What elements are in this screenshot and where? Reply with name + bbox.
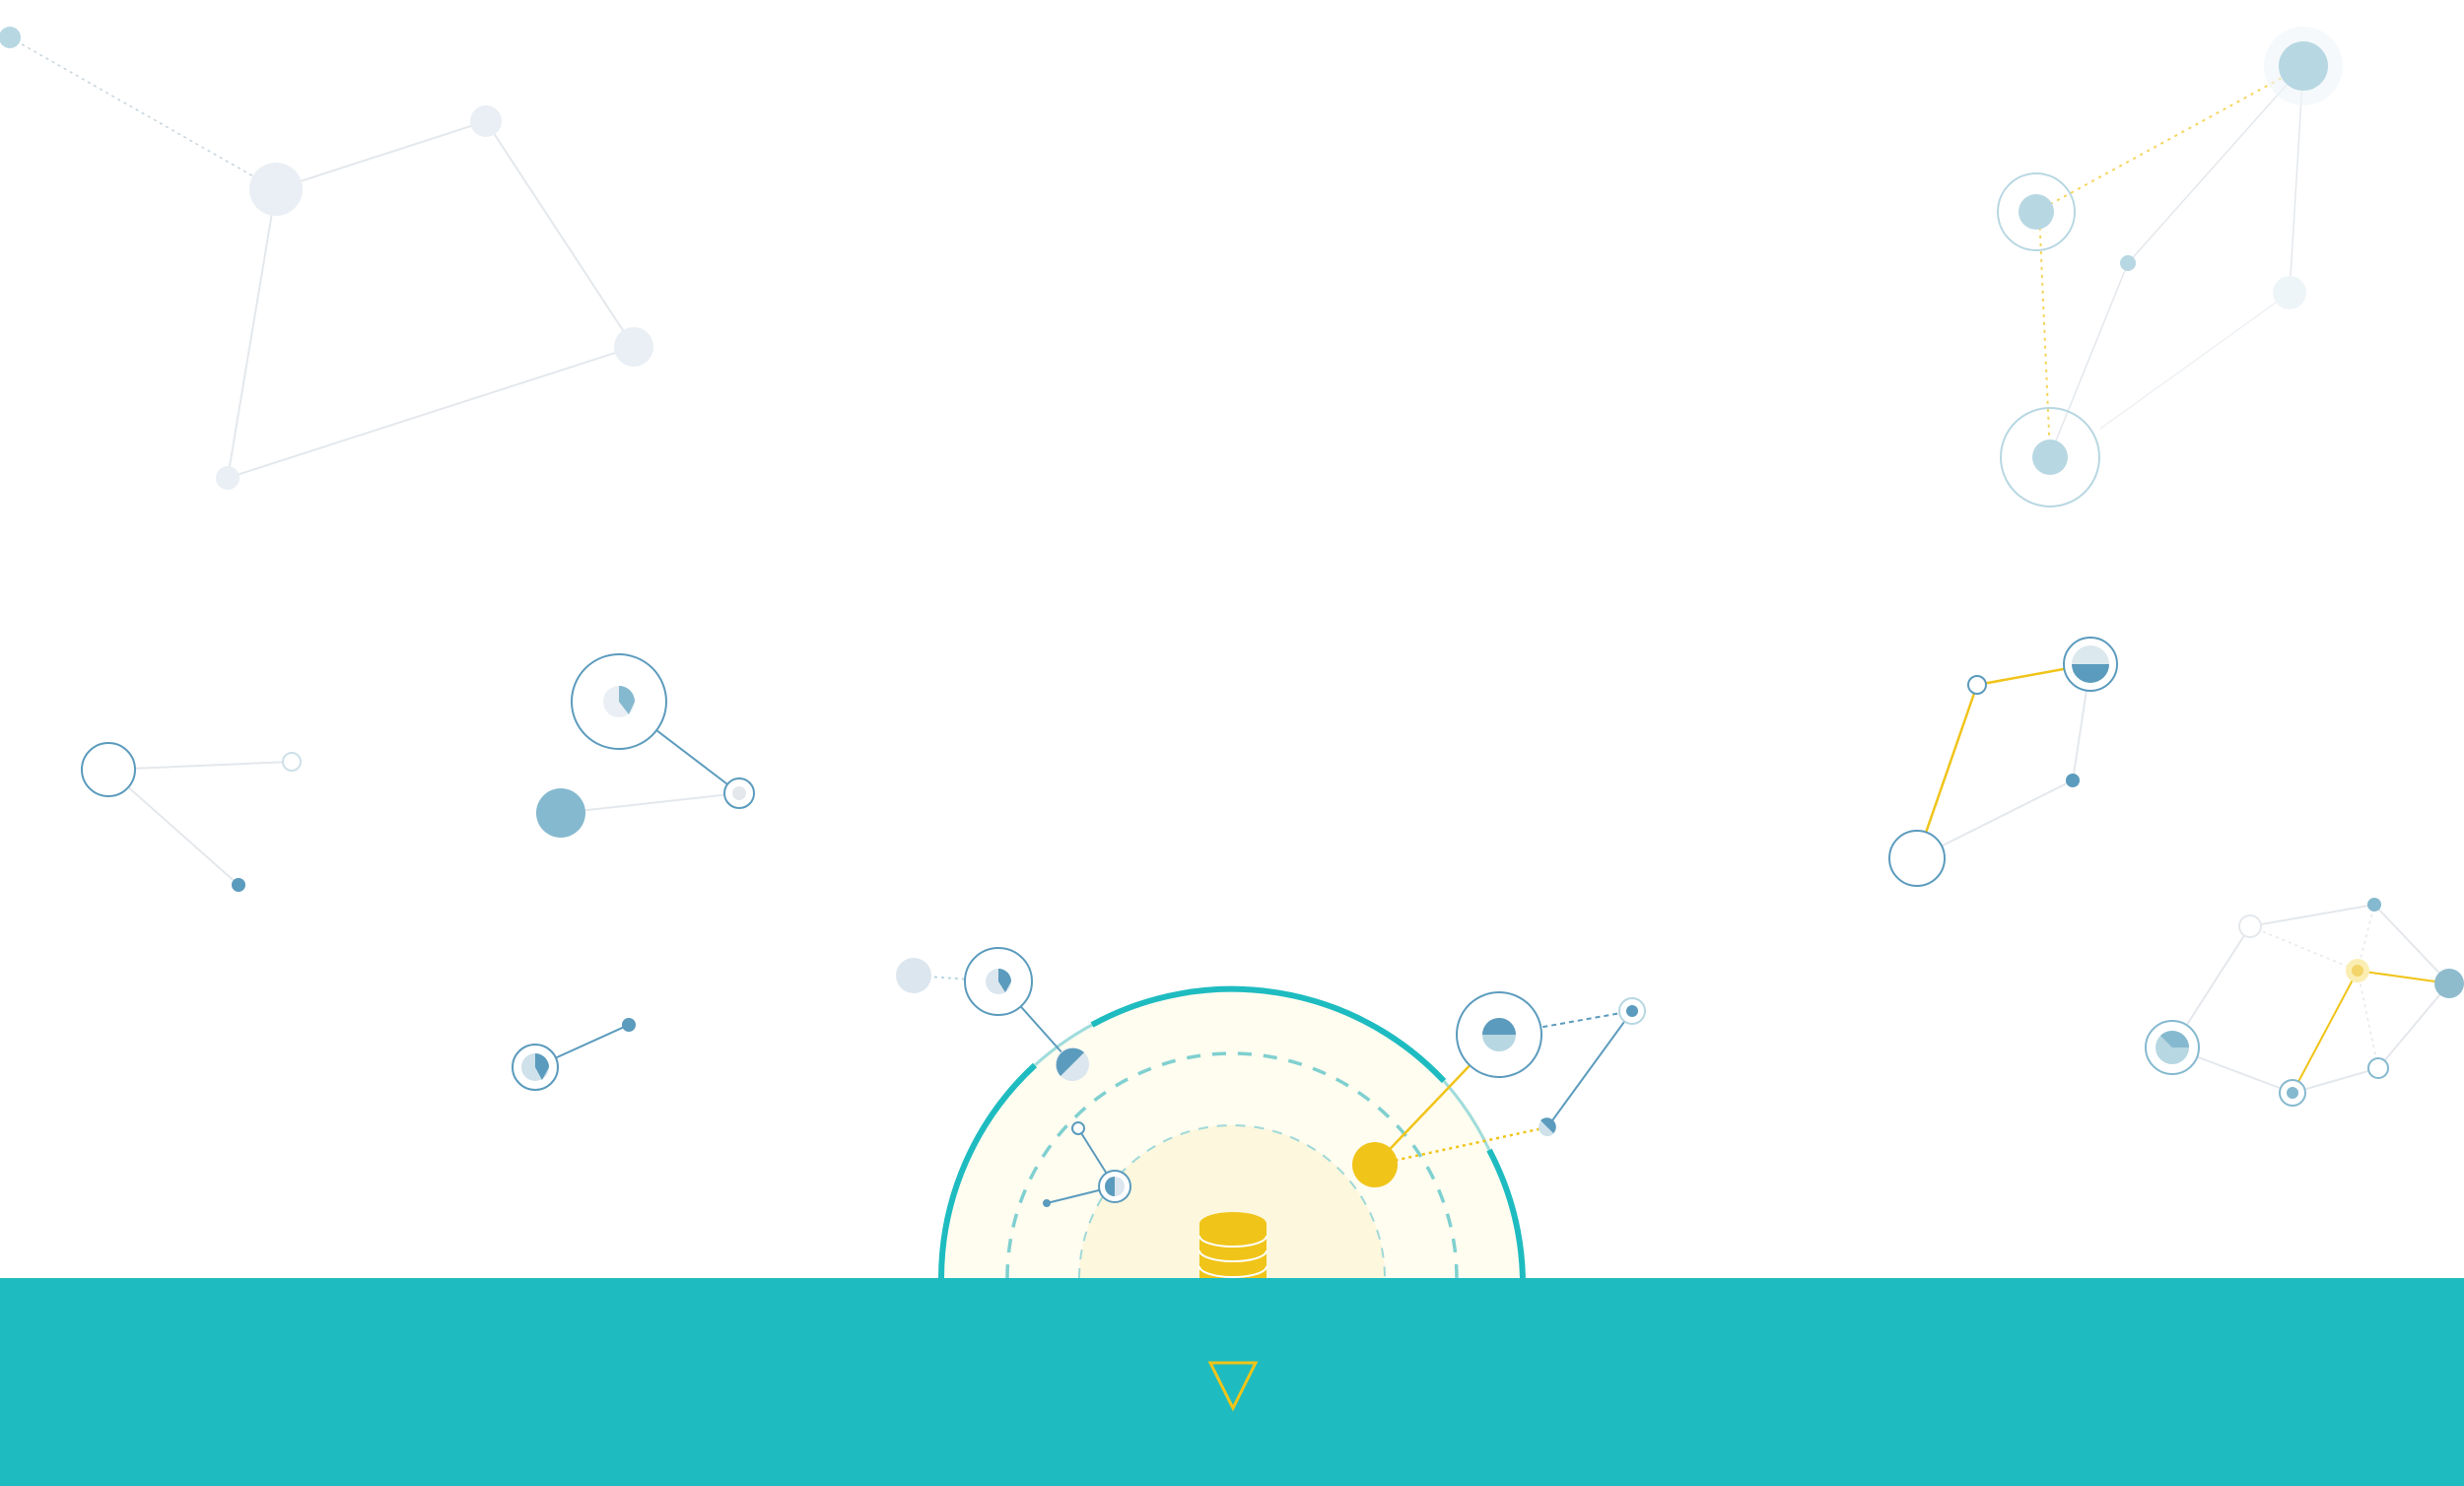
footer-band: [0, 1278, 2464, 1486]
network-node: [282, 752, 302, 772]
network-node: [1888, 830, 1946, 887]
network-node: [536, 788, 585, 838]
constellation-left-middle: [81, 742, 302, 892]
constellation-far-right: [2145, 898, 2464, 1107]
network-node: [1967, 675, 1987, 695]
network-node: [2279, 41, 2328, 91]
dome-network: [896, 947, 1646, 1207]
network-node: [1997, 172, 2076, 251]
triangle-down-icon[interactable]: [1205, 1358, 1261, 1413]
network-node: [1043, 1199, 1051, 1207]
network-node: [2367, 1057, 2389, 1079]
constellation-top-right: [1997, 27, 2343, 507]
constellation-top-left: [0, 27, 653, 490]
network-node: [1352, 1142, 1398, 1187]
network-node: [2120, 255, 2136, 271]
network-node: [2066, 774, 2080, 787]
network-node: [2434, 969, 2464, 998]
network-node: [1071, 1121, 1085, 1135]
network-node: [622, 1018, 636, 1032]
constellation-right-middle: [1888, 637, 2118, 887]
network-node: [2000, 407, 2100, 507]
network-node: [216, 466, 240, 490]
database-stack-icon: [1198, 1212, 1267, 1292]
network-node: [249, 163, 303, 216]
network-node: [896, 958, 931, 993]
network-node: [470, 105, 502, 137]
constellation-lower-left: [512, 1018, 636, 1091]
network-node: [2273, 276, 2306, 309]
network-node: [232, 878, 245, 892]
network-node: [2238, 914, 2262, 938]
network-node: [2367, 898, 2381, 912]
network-node: [614, 327, 653, 367]
network-node: [0, 27, 21, 48]
constellation-center-left: [536, 653, 755, 838]
network-node: [81, 742, 136, 797]
